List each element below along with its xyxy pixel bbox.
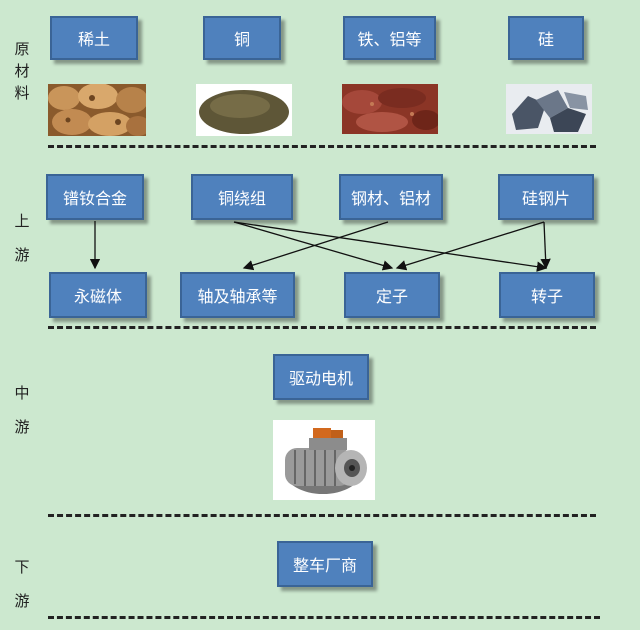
component-permanent-magnet: 永磁体 [49,272,147,318]
component-shaft-bearing: 轴及轴承等 [180,272,295,318]
downstream-vehicle-makers: 整车厂商 [277,541,373,587]
drive-motor-image [273,420,375,500]
midstream-drive-motor: 驱动电机 [273,354,369,400]
component-stator: 定子 [344,272,440,318]
component-rotor: 转子 [499,272,595,318]
arrow-sheet-to-rotor [544,222,546,268]
stage-divider [48,616,600,619]
stage-divider [48,514,596,517]
arrow-sheet-to-stator [397,222,544,268]
arrow-winding-to-rotor [234,222,546,268]
stage-divider [48,326,596,329]
